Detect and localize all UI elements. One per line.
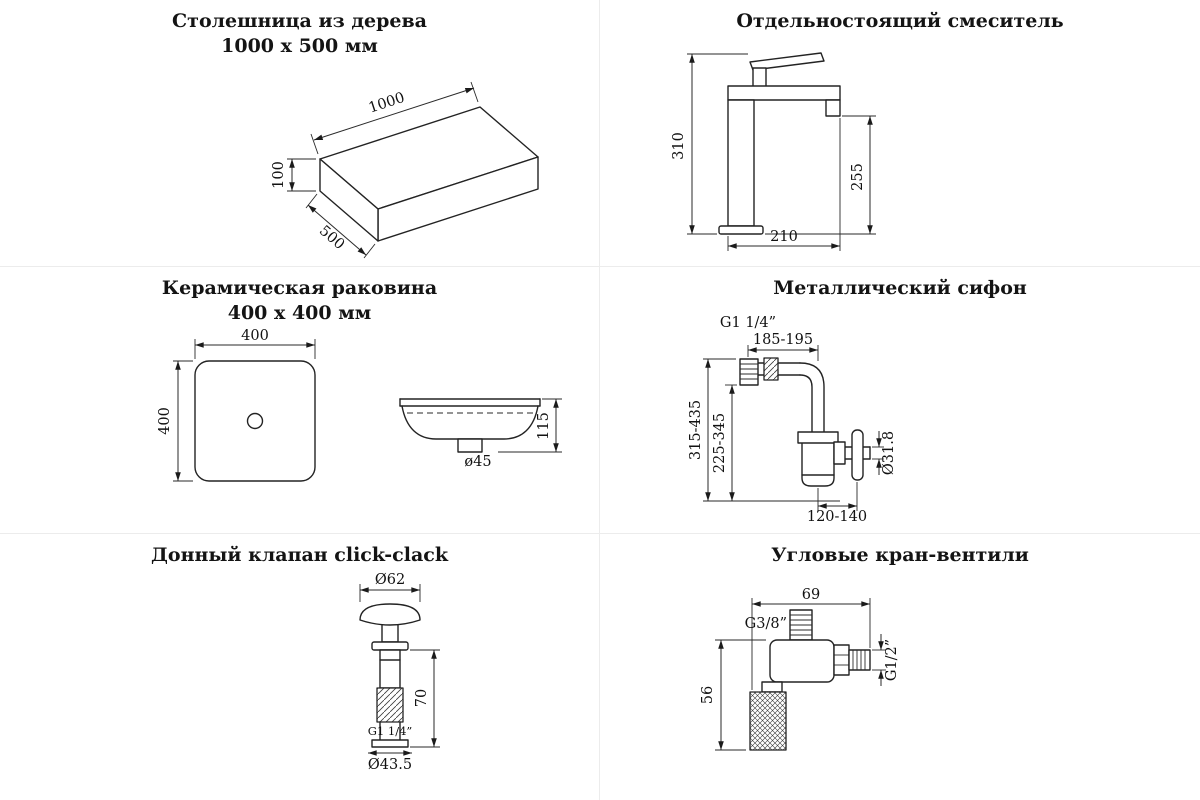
valve-handle — [749, 691, 787, 751]
dim-label-bottom-diameter: Ø43.5 — [367, 757, 411, 773]
dim-spout-height: 255 — [765, 115, 876, 235]
clickclack-body: G1 1/4” — [358, 603, 421, 748]
dim-label-height-outer: 315-435 — [688, 400, 704, 460]
panel-angle-valves-title: Угловые кран-вентили — [771, 544, 1029, 566]
clickclack-cap — [358, 603, 421, 626]
dim-height-outer: 315-435 — [688, 358, 840, 502]
siphon-trap — [801, 435, 835, 487]
dim-inlet-offset: 185-195 — [747, 332, 819, 362]
dim-label-depth: 500 — [315, 223, 346, 253]
dim-label-length: 1000 — [366, 90, 406, 117]
valve-outlet-nut — [833, 644, 850, 676]
dim-body-height: 70 — [409, 649, 440, 748]
panel-sink-subtitle: 400 x 400 мм — [227, 302, 372, 325]
sink-side-view: ø45 — [398, 398, 541, 470]
panel-clickclack: Донный клапан click-clack Ø62 G1 1/4” — [0, 534, 600, 800]
countertop-drawing: 1000 100 500 — [271, 82, 539, 259]
dim-label-width: 400 — [241, 328, 269, 344]
dim-label-reach: 210 — [770, 229, 798, 245]
dim-label-inlet-offset: 185-195 — [753, 332, 813, 348]
mixer-nozzle — [825, 99, 841, 117]
dim-label-width: 69 — [802, 587, 820, 603]
siphon-wall-flange — [851, 429, 864, 481]
dim-depth: 400 — [157, 360, 193, 482]
valve-outlet-thread — [848, 649, 871, 671]
siphon-outlet-nut — [833, 441, 846, 465]
dim-label-inlet-thread: G3/8” — [745, 616, 787, 632]
dim-label-cap-diameter: Ø62 — [374, 572, 404, 588]
dim-label-total-height: 310 — [671, 132, 687, 160]
siphon-drawing: G1 1/4” 185-195 — [688, 315, 897, 525]
dim-label-height: 56 — [700, 686, 716, 704]
sink-top-view — [193, 360, 316, 482]
dim-label-height-inner: 225-345 — [712, 413, 728, 473]
dim-label-body-height: 70 — [414, 689, 430, 707]
dim-height: 56 — [700, 639, 766, 751]
dim-wall-offset: 120-140 — [807, 482, 867, 525]
panel-countertop-title: Столешница из дерева — [172, 10, 427, 32]
sink-drawing: 400 400 ø45 115 — [157, 328, 562, 482]
dim-width: 400 — [194, 328, 315, 360]
clickclack-drawing: Ø62 G1 1/4” Ø43.5 — [358, 572, 440, 773]
siphon-inlet-nut — [763, 357, 779, 381]
mixer-base — [718, 225, 764, 235]
dim-label-thread: G1 1/4” — [367, 724, 412, 738]
panel-countertop: Столешница из дерева 1000 x 500 мм 1000 … — [0, 0, 600, 267]
dim-label-height: 115 — [536, 412, 552, 440]
mixer-drawing: 310 255 210 — [671, 52, 876, 252]
angle-valve-body — [749, 609, 871, 751]
panel-sink-title: Керамическая раковина — [161, 277, 438, 299]
panel-clickclack-title: Донный клапан click-clack — [151, 544, 448, 566]
panel-mixer-title: Отдельностоящий смеситель — [736, 10, 1064, 32]
dim-width: 69 — [751, 587, 871, 691]
panel-siphon-title: Металлический сифон — [773, 277, 1027, 299]
panel-mixer: Отдельностоящий смеситель 310 255 — [600, 0, 1200, 267]
panel-siphon: Металлический сифон G1 1/4” 185-195 — [600, 267, 1200, 534]
dim-height-inner: 225-345 — [712, 384, 737, 502]
dim-cap-diameter: Ø62 — [359, 572, 420, 603]
dim-label-pipe-diameter: Ø31.8 — [881, 431, 897, 475]
panel-sink: Керамическая раковина 400 x 400 мм 400 4… — [0, 267, 600, 534]
dim-label-wall-offset: 120-140 — [807, 509, 867, 525]
siphon-body — [739, 357, 871, 487]
mixer-lever — [749, 52, 825, 71]
siphon-inlet — [739, 358, 759, 386]
angle-valve-drawing: 69 G3/8” — [700, 587, 900, 751]
dim-bottom-diameter: Ø43.5 — [367, 750, 412, 773]
panel-countertop-subtitle: 1000 x 500 мм — [221, 35, 378, 58]
siphon-trap-nut — [797, 431, 839, 444]
clickclack-thread — [375, 687, 404, 723]
dim-label-thickness: 100 — [271, 161, 287, 189]
mixer-body — [718, 52, 841, 235]
mixer-spout — [727, 85, 841, 101]
dim-label-depth: 400 — [157, 407, 173, 435]
dim-pipe-diameter: Ø31.8 — [872, 431, 897, 475]
dim-label-inlet-thread: G1 1/4” — [720, 315, 776, 331]
dim-total-height: 310 — [671, 53, 748, 235]
dim-thickness: 100 — [271, 158, 316, 192]
sink-drain-stub — [456, 438, 483, 453]
dim-label-drain: ø45 — [464, 454, 491, 470]
sink-drain-hole — [246, 412, 263, 430]
dim-label-outlet-thread: G1/2” — [884, 639, 900, 681]
dim-height: 115 — [497, 398, 562, 453]
dim-label-spout-height: 255 — [850, 163, 866, 191]
dim-reach: 210 — [727, 118, 841, 252]
panel-angle-valves: Угловые кран-вентили 69 G3/8” — [600, 534, 1200, 800]
dim-outlet-thread: G1/2” — [872, 634, 900, 687]
